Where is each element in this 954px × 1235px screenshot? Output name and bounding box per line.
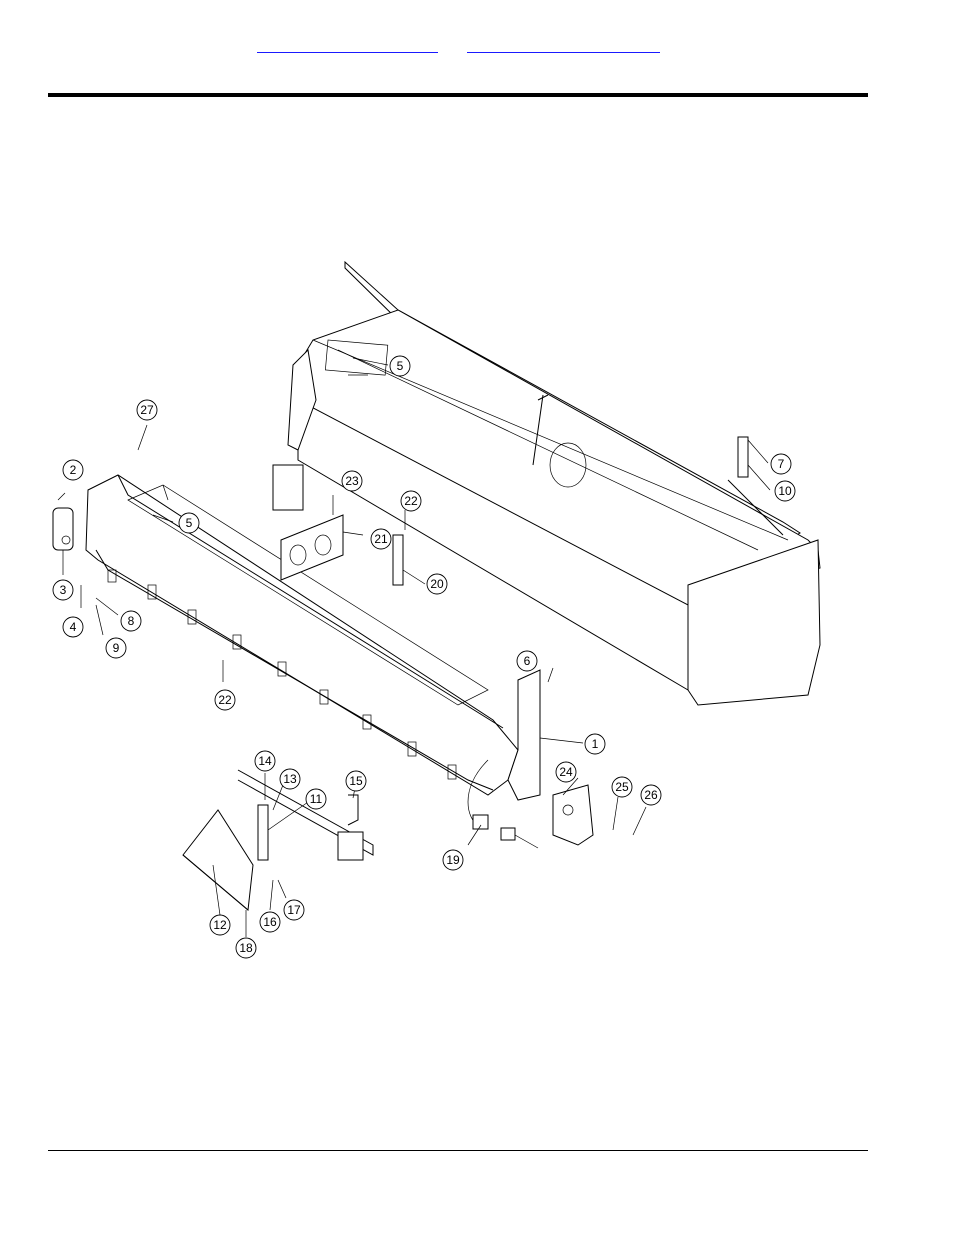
- svg-text:9: 9: [113, 641, 120, 655]
- header-rule: [48, 93, 868, 97]
- callout-22a: 22: [400, 490, 422, 512]
- svg-text:11: 11: [310, 792, 323, 806]
- svg-text:6: 6: [524, 654, 531, 668]
- callout-17: 17: [283, 899, 305, 921]
- callout-10: 10: [774, 480, 796, 502]
- svg-text:5: 5: [186, 516, 193, 530]
- strap-bracket: [737, 436, 749, 478]
- callout-14: 14: [254, 750, 276, 772]
- svg-text:14: 14: [258, 754, 272, 768]
- callout-7: 7: [770, 453, 792, 475]
- callout-1: 1: [584, 733, 606, 755]
- right-lower-mount: [552, 784, 594, 846]
- leader-lines: [57, 357, 771, 937]
- svg-text:22: 22: [404, 494, 418, 508]
- callout-19: 19: [442, 849, 464, 871]
- callout-11: 11: [305, 788, 327, 810]
- svg-text:22: 22: [218, 693, 232, 707]
- svg-text:21: 21: [374, 532, 388, 546]
- left-pivot-bracket: [52, 507, 74, 551]
- svg-text:2: 2: [70, 463, 77, 477]
- svg-text:1: 1: [592, 737, 599, 751]
- svg-text:24: 24: [559, 765, 573, 779]
- smv-sign: [182, 809, 254, 911]
- parts-diagram-drawing: 1 2 3 4 5 5 6 7 8 9 10 11 12 13 14 15 16…: [52, 260, 821, 959]
- callout-16: 16: [259, 911, 281, 933]
- callout-18: 18: [235, 937, 257, 959]
- callout-24: 24: [555, 761, 577, 783]
- hose-coupling-2: [500, 827, 516, 841]
- callout-4: 4: [62, 616, 84, 638]
- hose-coupling: [472, 814, 489, 830]
- svg-text:5: 5: [397, 359, 404, 373]
- svg-text:10: 10: [778, 484, 792, 498]
- callout-26: 26: [640, 784, 662, 806]
- callout-15: 15: [345, 770, 367, 792]
- callout-23: 23: [341, 470, 363, 492]
- mounting-plate: [280, 514, 344, 581]
- svg-text:25: 25: [615, 780, 629, 794]
- svg-text:8: 8: [128, 614, 135, 628]
- svg-text:15: 15: [349, 774, 363, 788]
- callout-27: 27: [136, 399, 158, 421]
- callout-8: 8: [120, 610, 142, 632]
- callout-2: 2: [62, 459, 84, 481]
- svg-text:27: 27: [140, 403, 154, 417]
- callout-3: 3: [52, 579, 74, 601]
- metering-units: [107, 569, 457, 780]
- svg-text:4: 4: [70, 620, 77, 634]
- svg-text:3: 3: [60, 583, 67, 597]
- vertical-bracket: [392, 534, 404, 586]
- svg-text:7: 7: [778, 457, 785, 471]
- callout-6: 6: [516, 650, 538, 672]
- header-link-2[interactable]: [467, 38, 660, 53]
- svg-text:23: 23: [345, 474, 359, 488]
- right-front-end-panel: [507, 669, 541, 801]
- header-link-1[interactable]: [257, 38, 438, 53]
- smv-bracket: [257, 804, 269, 861]
- left-end-rear: [287, 348, 317, 451]
- callout-5b: 5: [178, 512, 200, 534]
- svg-text:17: 17: [287, 903, 301, 917]
- svg-text:26: 26: [644, 788, 658, 802]
- callout-21: 21: [370, 528, 392, 550]
- svg-text:19: 19: [446, 853, 460, 867]
- footer-rule: [48, 1150, 868, 1151]
- callout-13: 13: [279, 768, 301, 790]
- svg-text:13: 13: [283, 772, 297, 786]
- callout-22b: 22: [214, 689, 236, 711]
- svg-text:12: 12: [213, 918, 227, 932]
- rear-mount-post: [272, 464, 304, 511]
- callout-9: 9: [105, 637, 127, 659]
- callout-20: 20: [426, 573, 448, 595]
- svg-text:20: 20: [430, 577, 444, 591]
- callout-25: 25: [611, 776, 633, 798]
- callout-12: 12: [209, 914, 231, 936]
- header-links: [0, 38, 954, 58]
- svg-text:16: 16: [263, 915, 277, 929]
- svg-text:18: 18: [239, 941, 253, 955]
- callout-5a: 5: [389, 355, 411, 377]
- front-wall: [85, 474, 519, 796]
- smv-mount-plate: [337, 831, 364, 861]
- parts-diagram: 1 2 3 4 5 5 6 7 8 9 10 11 12 13 14 15 16…: [48, 250, 868, 970]
